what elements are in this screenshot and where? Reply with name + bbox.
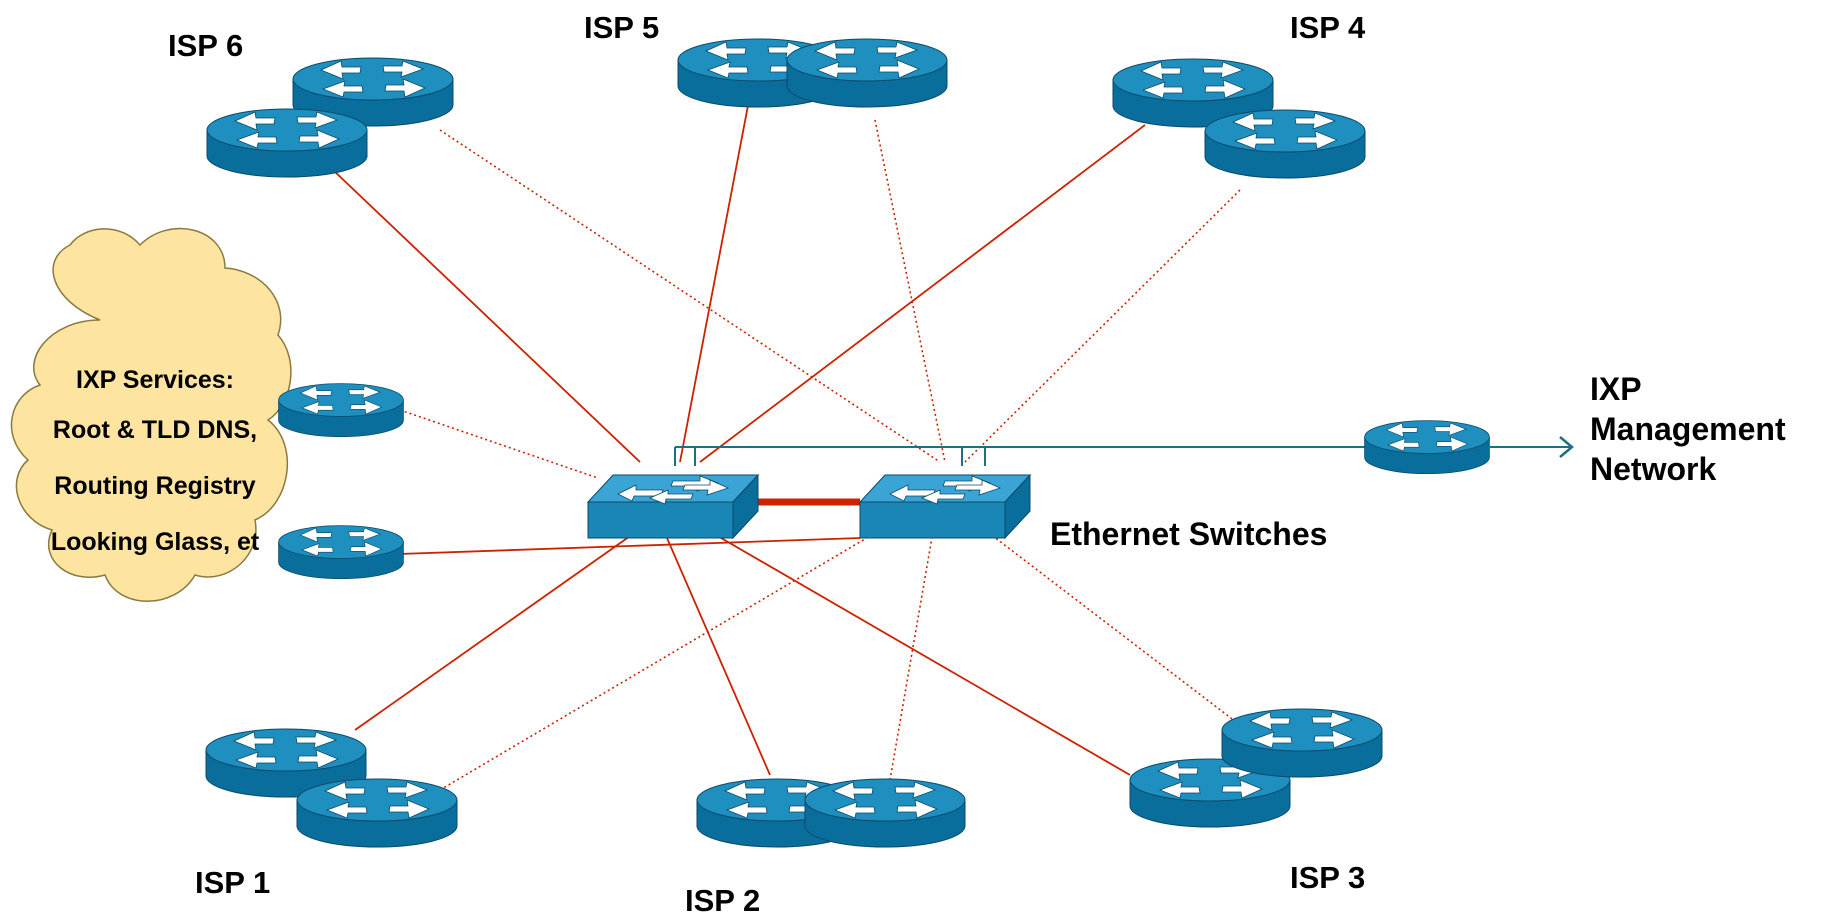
router-icon xyxy=(1221,708,1383,778)
arrow-right-icon xyxy=(1559,436,1574,458)
switches-label: Ethernet Switches xyxy=(1050,516,1327,552)
ethernet-switch-icon xyxy=(587,474,759,539)
primary-links xyxy=(332,94,1146,776)
router-icon xyxy=(279,526,404,579)
ixp-services-label: IXP Services: Root & TLD DNS, Routing Re… xyxy=(51,366,260,556)
ethernet-switch-icon xyxy=(859,474,1031,539)
management-network-label: IXP Management Network xyxy=(1590,371,1786,487)
isp-3-label: ISP 3 xyxy=(1290,860,1365,895)
mgmt-line-1: IXP xyxy=(1590,371,1642,407)
mgmt-line-2: Management xyxy=(1590,411,1786,447)
router-icon xyxy=(206,108,368,178)
isp-2-label: ISP 2 xyxy=(685,883,760,916)
secondary-links xyxy=(399,119,1241,791)
isp-1-label: ISP 1 xyxy=(195,865,270,900)
isp-4-label: ISP 4 xyxy=(1290,10,1366,45)
services-line-1: IXP Services: xyxy=(76,366,234,394)
isp-5-label: ISP 5 xyxy=(584,10,659,45)
ixp-services-cloud xyxy=(10,227,292,602)
router-icon xyxy=(786,38,948,108)
management-router-icon xyxy=(1365,421,1490,474)
router-icon xyxy=(1204,109,1366,179)
mgmt-line-3: Network xyxy=(1590,451,1716,487)
isp-1-routers xyxy=(205,728,458,848)
isp-6-routers xyxy=(206,57,454,178)
management-link xyxy=(674,446,1572,466)
services-line-4: Looking Glass, et xyxy=(51,528,260,556)
services-line-3: Routing Registry xyxy=(54,472,255,500)
isp-5-routers xyxy=(677,38,948,108)
router-icon xyxy=(296,778,458,848)
isp-2-routers xyxy=(696,778,966,848)
services-line-2: Root & TLD DNS, xyxy=(53,416,257,444)
isp-6-label: ISP 6 xyxy=(168,28,243,63)
router-icon xyxy=(804,778,966,848)
service-routers xyxy=(279,384,404,579)
isp-4-routers xyxy=(1112,58,1366,179)
isp-3-routers xyxy=(1129,708,1383,828)
router-icon xyxy=(279,384,404,437)
